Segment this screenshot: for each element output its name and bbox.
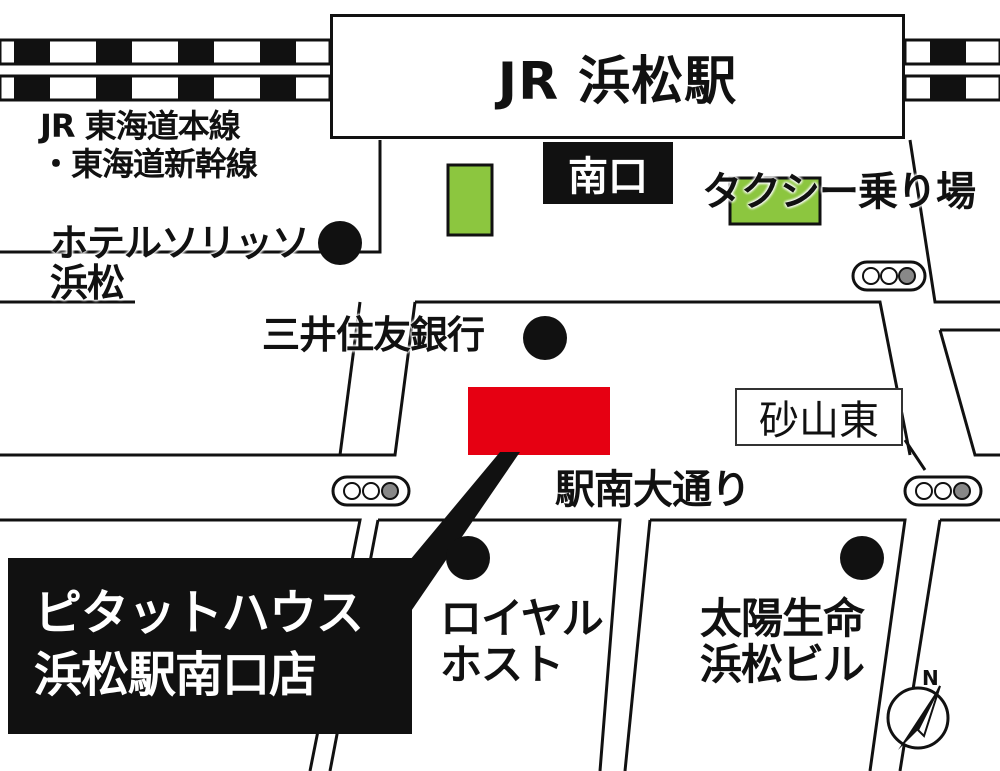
- intersection-label: 砂山東: [735, 388, 903, 446]
- hotel-landmark-dot-icon: [318, 221, 362, 265]
- streets: [0, 139, 1000, 771]
- shop-name-line2: 浜松駅南口店: [34, 647, 317, 704]
- railway-line-label: JR 東海道本線: [40, 107, 241, 145]
- bank-landmark-dot-icon: [523, 316, 567, 360]
- traffic-signal-icon: [903, 475, 983, 507]
- shinkansen-line-label: ・東海道新幹線: [40, 145, 258, 183]
- shop-location-marker: [468, 387, 610, 455]
- compass-icon: [886, 685, 950, 750]
- bus-stop-marker: [446, 163, 494, 237]
- taxi-stand-label: タクシー乗り場: [702, 169, 976, 215]
- royal-host-line1: ロイヤル: [440, 594, 604, 643]
- hotel-name-line1: ホテルソリッソ: [50, 221, 310, 265]
- traffic-signal-icon: [331, 475, 411, 507]
- street-name-label: 駅南大通り: [555, 467, 751, 513]
- shop-callout: ピタットハウス 浜松駅南口店: [8, 558, 412, 734]
- taxi-stand-marker: [728, 176, 822, 226]
- station-name: JR 浜松駅: [330, 14, 905, 139]
- shop-name-line1: ピタットハウス: [34, 585, 364, 641]
- taiyo-landmark-dot-icon: [840, 536, 884, 580]
- royal-host-line2: ホスト: [440, 640, 564, 689]
- bank-label: 三井住友銀行: [262, 313, 485, 357]
- railway-track: [0, 38, 1000, 102]
- compass-north-letter: N: [922, 666, 939, 690]
- south-exit-label: 南口: [543, 142, 673, 204]
- traffic-signal-icon: [851, 260, 927, 292]
- taiyo-building-line1: 太陽生命: [700, 594, 865, 643]
- royal-host-landmark-dot-icon: [446, 536, 490, 580]
- taiyo-building-line2: 浜松ビル: [700, 640, 865, 689]
- hotel-name-line2: 浜松: [50, 261, 125, 305]
